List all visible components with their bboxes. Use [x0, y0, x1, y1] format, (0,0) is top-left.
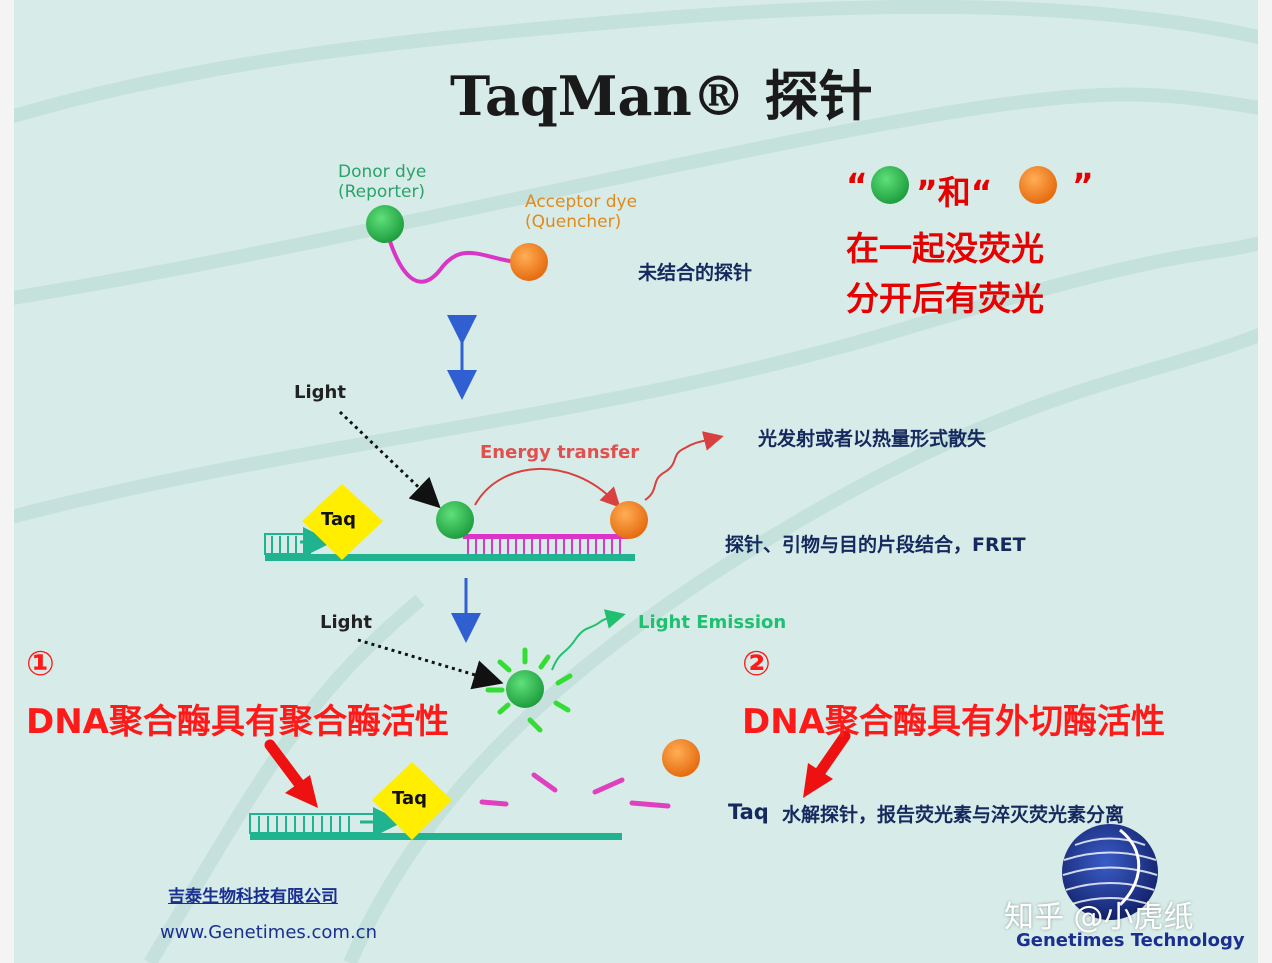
- quencher-label: (Quencher): [525, 212, 622, 232]
- reporter-label: (Reporter): [338, 182, 426, 202]
- dissipation-label: 光发射或者以热量形式散失: [758, 428, 987, 450]
- dissipation-wave: [644, 431, 724, 501]
- legend-apart-fluorescence: 分开后有荧光: [846, 279, 1044, 318]
- emission-rays: [485, 647, 573, 733]
- zhihu-watermark: 知乎 @小虎纸: [1004, 900, 1194, 935]
- legend-and-text: ”和“: [916, 173, 993, 212]
- legend-together-no-fluorescence: 在一起没荧光: [846, 229, 1044, 268]
- company-name: 吉泰生物科技有限公司: [168, 887, 338, 907]
- probe-hybrid-teeth: [467, 539, 621, 554]
- legend-reporter-dot: [871, 166, 909, 204]
- fret-label: 探针、引物与目的片段结合，FRET: [725, 534, 1026, 556]
- right-border: [1258, 0, 1272, 963]
- genetimes-brand: Genetimes Technology: [1016, 930, 1245, 951]
- company-url[interactable]: www.Genetimes.com.cn: [160, 922, 377, 943]
- annotation-polymerase-activity: DNA聚合酶具有聚合酶活性: [26, 702, 449, 742]
- page-title: TaqMan® 探针: [450, 64, 873, 128]
- light-arrow-2: [357, 638, 504, 690]
- quencher-dye-unbound: [510, 243, 548, 281]
- template-strand-2: [265, 554, 635, 561]
- bound-probe: [463, 534, 628, 539]
- annotation-arrow-2: [803, 730, 851, 798]
- template-strand-3: [250, 833, 622, 840]
- left-border: [0, 0, 14, 963]
- primer-2: [264, 527, 333, 557]
- light-label-2: Light: [320, 612, 372, 633]
- taq-label-1: Taq: [321, 509, 356, 530]
- taq-label-2: Taq: [392, 788, 427, 809]
- light-arrow-1: [338, 410, 441, 509]
- legend-open-quote: “: [846, 166, 868, 205]
- unbound-probe-label: 未结合的探针: [638, 262, 753, 284]
- light-label-1: Light: [294, 382, 346, 403]
- hydrolysis-label: 水解探针，报告荧光素与淬灭荧光素分离: [782, 804, 1125, 826]
- energy-transfer-arrow: [474, 468, 621, 508]
- annotation-exonuclease-activity: DNA聚合酶具有外切酶活性: [742, 702, 1165, 742]
- donor-dye-label: Donor dye: [338, 162, 427, 182]
- unbound-probe-strand: [383, 224, 531, 284]
- legend-quencher-dot: [1019, 166, 1057, 204]
- annotation-arrow-1: [264, 739, 318, 808]
- hydrolysis-taq-label: Taq: [728, 800, 769, 824]
- probe-fragments: [479, 772, 671, 809]
- reporter-dye-bound: [436, 501, 474, 539]
- energy-transfer-label: Energy transfer: [480, 442, 640, 463]
- quencher-dye-bound: [610, 501, 648, 539]
- quencher-dye-released: [662, 739, 700, 777]
- taq-polymerase-2: [372, 762, 452, 840]
- genetimes-globe-logo: [1062, 824, 1158, 920]
- legend-close-quote: ”: [1072, 166, 1094, 205]
- reporter-dye-released: [506, 670, 544, 708]
- extended-strand-3: [249, 807, 403, 837]
- annotation-number-1: ①: [26, 644, 55, 684]
- acceptor-dye-label: Acceptor dye: [525, 192, 638, 212]
- reporter-dye-unbound: [366, 205, 404, 243]
- light-emission-label: Light Emission: [638, 612, 787, 633]
- emission-wave: [551, 609, 626, 671]
- annotation-number-2: ②: [742, 644, 771, 684]
- taq-polymerase-1: [302, 484, 383, 560]
